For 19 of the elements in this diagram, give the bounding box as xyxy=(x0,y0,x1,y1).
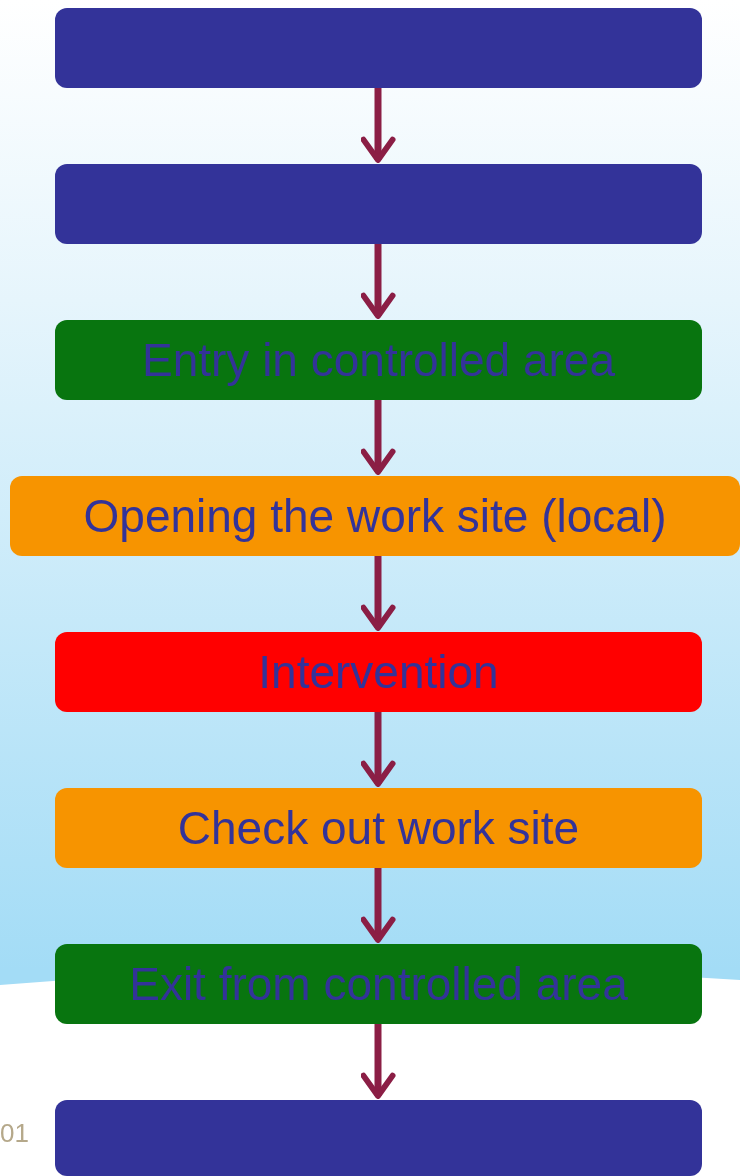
box-label: Exit from controlled area xyxy=(129,961,628,1007)
arrow xyxy=(360,712,396,787)
page-number: 01 xyxy=(0,1118,29,1149)
arrow xyxy=(360,1024,396,1099)
box-label: Check out work site xyxy=(177,805,580,851)
arrow xyxy=(360,400,396,475)
process-box xyxy=(55,164,702,244)
arrow xyxy=(360,88,396,163)
process-box xyxy=(55,632,702,712)
arrow xyxy=(360,556,396,631)
arrow xyxy=(360,868,396,943)
process-box xyxy=(55,8,702,88)
box-label: Intervention xyxy=(258,649,499,695)
process-box xyxy=(55,320,702,400)
process-box xyxy=(55,1100,702,1176)
process-box xyxy=(10,476,740,556)
arrow xyxy=(360,244,396,319)
process-box xyxy=(55,788,702,868)
process-box xyxy=(55,944,702,1024)
